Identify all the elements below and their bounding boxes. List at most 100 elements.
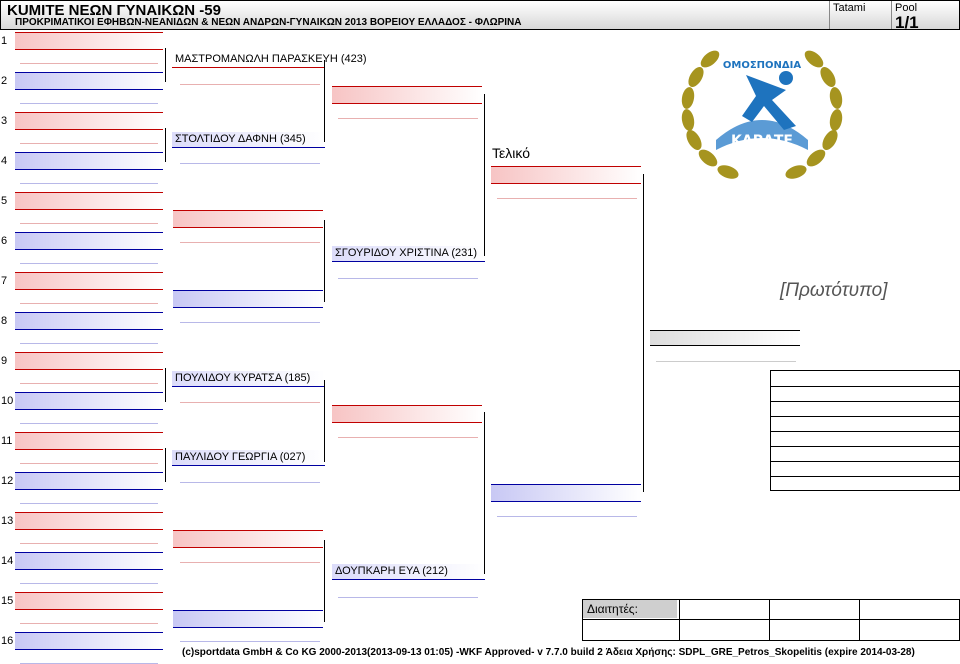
bracket-line xyxy=(324,380,325,462)
seed-slot xyxy=(15,192,163,210)
seed-slot xyxy=(15,432,163,450)
bracket-thin-line xyxy=(338,437,478,438)
table-row xyxy=(771,431,959,432)
round2-match7-slot xyxy=(173,530,323,548)
bracket-thin-line xyxy=(20,423,158,424)
bracket-thin-line xyxy=(180,84,320,85)
table-row xyxy=(771,386,959,387)
seed-number: 14 xyxy=(1,555,14,567)
bracket-thin-line xyxy=(180,163,320,164)
seed-number: 1 xyxy=(1,35,8,47)
round2-match1-winner: ΜΑΣΤΡΟΜΑΝΩΛΗ ΠΑΡΑΣΚΕΥΗ (423) xyxy=(172,52,367,68)
bracket-thin-line xyxy=(20,103,158,104)
table-row xyxy=(583,619,959,620)
round2-match4-slot xyxy=(173,290,323,308)
seed-number: 13 xyxy=(1,515,14,527)
seed-number: 7 xyxy=(1,275,8,287)
bracket-thin-line xyxy=(20,343,158,344)
seed-slot xyxy=(15,512,163,530)
bracket-thin-line xyxy=(338,278,478,279)
seed-slot xyxy=(15,592,163,610)
bracket-line xyxy=(165,368,166,402)
seed-number: 12 xyxy=(1,475,14,487)
bracket-thin-line xyxy=(497,516,637,517)
svg-text:ΚΑΡΑΤΕ: ΚΑΡΑΤΕ xyxy=(731,133,793,149)
table-row xyxy=(771,476,959,477)
seed-slot xyxy=(15,72,163,90)
watermark-label: [Πρωτότυπο] xyxy=(780,280,888,301)
seed-number: 16 xyxy=(1,635,14,647)
bracket-thin-line xyxy=(20,63,158,64)
bracket-thin-line xyxy=(180,562,320,563)
bracket-line xyxy=(165,448,166,482)
round2-match8-slot xyxy=(173,610,323,628)
seed-slot xyxy=(15,232,163,250)
table-row xyxy=(771,416,959,417)
bracket-line xyxy=(165,48,166,82)
seed-number: 6 xyxy=(1,235,8,247)
bracket-thin-line xyxy=(180,641,320,642)
bracket-line xyxy=(165,128,166,162)
referees-label: Διαιτητές: xyxy=(583,600,677,618)
bracket-line xyxy=(484,412,485,574)
bracket-thin-line xyxy=(20,503,158,504)
table-row xyxy=(771,401,959,402)
svg-text:ΟΜΟΣΠΟΝΔΙΑ: ΟΜΟΣΠΟΝΔΙΑ xyxy=(723,60,801,71)
seed-slot xyxy=(15,392,163,410)
federation-logo: ΟΜΟΣΠΟΝΔΙΑ ΚΑΡΑΤΕ xyxy=(676,30,848,190)
pool-value: 1/1 xyxy=(895,13,919,32)
table-row xyxy=(771,461,959,462)
final-winner-slot xyxy=(650,330,800,346)
seed-slot xyxy=(15,272,163,290)
bracket-thin-line xyxy=(20,143,158,144)
seed-number: 10 xyxy=(1,395,14,407)
results-table xyxy=(770,370,960,491)
bracket-thin-line xyxy=(20,183,158,184)
bracket-thin-line xyxy=(20,383,158,384)
round2-match3-slot xyxy=(173,210,323,228)
bracket-line xyxy=(643,174,644,492)
bracket-thin-line xyxy=(338,597,478,598)
seed-number: 15 xyxy=(1,595,14,607)
seed-slot xyxy=(15,352,163,370)
bracket-line xyxy=(324,540,325,622)
seed-slot xyxy=(15,632,163,650)
seed-number: 3 xyxy=(1,115,8,127)
seed-number: 11 xyxy=(1,435,13,447)
seed-slot xyxy=(15,552,163,570)
bracket-thin-line xyxy=(180,242,320,243)
bracket-thin-line xyxy=(497,198,637,199)
bracket-thin-line xyxy=(20,223,158,224)
seed-slot xyxy=(15,152,163,170)
seed-number: 8 xyxy=(1,315,8,327)
bracket-thin-line xyxy=(20,543,158,544)
page-title: KUMITE ΝΕΩΝ ΓΥΝΑΙΚΩΝ -59 xyxy=(7,2,221,19)
bracket-line xyxy=(324,60,325,142)
pool-cell xyxy=(891,1,892,29)
seed-slot xyxy=(15,472,163,490)
bracket-thin-line xyxy=(20,263,158,264)
pool-label: Pool xyxy=(895,2,918,14)
seed-number: 5 xyxy=(1,195,8,207)
bracket-line xyxy=(484,94,485,256)
bracket-thin-line xyxy=(180,482,320,483)
round2-match6-winner: ΠΑΥΛΙΔΟΥ ΓΕΩΡΓΙΑ (027) xyxy=(172,450,325,466)
bracket-thin-line xyxy=(180,322,320,323)
bracket-thin-line xyxy=(20,303,158,304)
footer-copyright: (c)sportdata GmbH & Co KG 2000-2013(2013… xyxy=(182,647,915,658)
round3-match2-winner: ΣΓΟΥΡΙΔΟΥ ΧΡΙΣΤΙΝΑ (231) xyxy=(332,246,485,262)
bracket-thin-line xyxy=(20,463,158,464)
bracket-thin-line xyxy=(656,361,796,362)
seed-number: 9 xyxy=(1,355,8,367)
table-divider xyxy=(679,600,680,640)
tatami-label: Tatami xyxy=(833,2,866,14)
round3-match4-winner: ΔΟΥΠΚΑΡΗ ΕΥΑ (212) xyxy=(332,564,485,580)
semifinal-1-slot xyxy=(491,166,641,184)
seed-number: 4 xyxy=(1,155,8,167)
round2-match2-winner: ΣΤΟΛΤΙΔΟΥ ΔΑΦΝΗ (345) xyxy=(172,132,325,148)
header-bar: KUMITE ΝΕΩΝ ΓΥΝΑΙΚΩΝ -59 ΠΡΟΚΡΙΜΑΤΙΚΟΙ Ε… xyxy=(0,0,960,32)
semifinal-2-slot xyxy=(491,484,641,502)
table-divider xyxy=(769,600,770,640)
seed-number: 2 xyxy=(1,75,8,87)
page-subtitle: ΠΡΟΚΡΙΜΑΤΙΚΟΙ ΕΦΗΒΩΝ-ΝΕΑΝΙΔΩΝ & ΝΕΩΝ ΑΝΔ… xyxy=(15,17,522,28)
